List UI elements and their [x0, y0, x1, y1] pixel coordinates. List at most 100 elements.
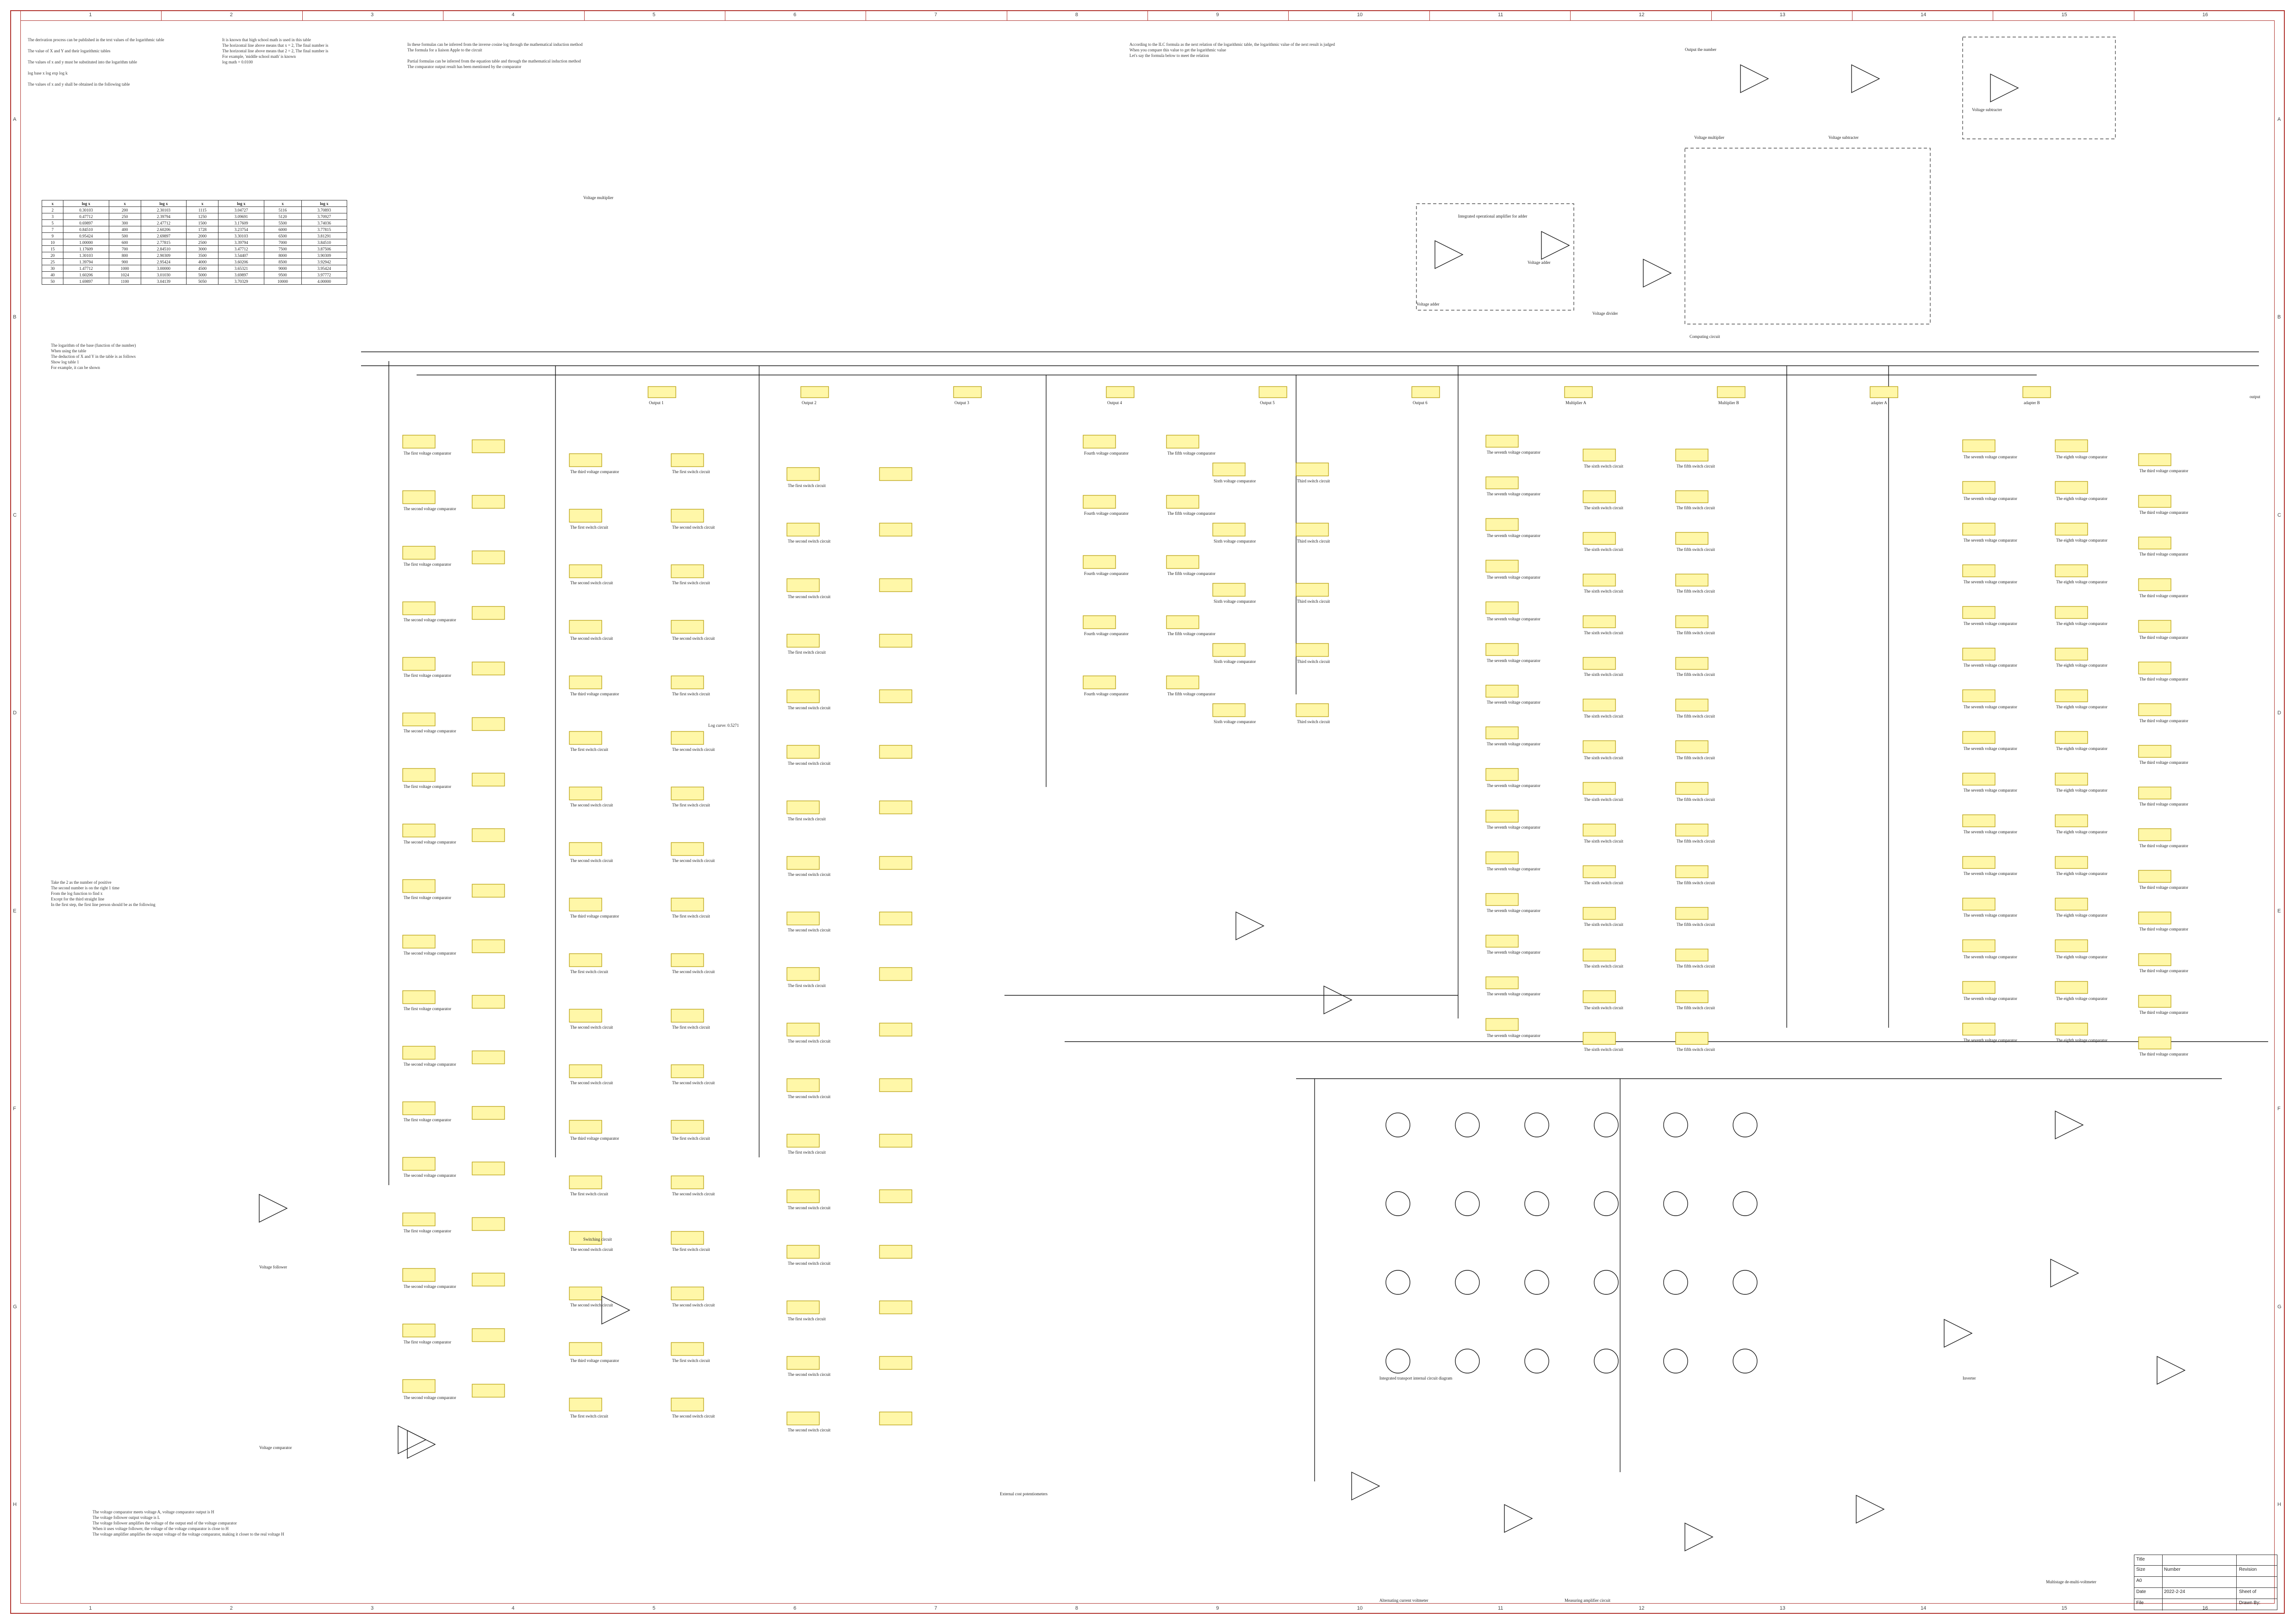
block-caption: The third voltage comparator	[2139, 760, 2188, 765]
comparator-block	[1962, 689, 1996, 702]
comparator-block	[402, 490, 436, 504]
log-table-cell: 5	[41, 219, 64, 226]
block-caption: Fourth voltage comparator	[1084, 451, 1129, 456]
switch-block	[671, 898, 704, 912]
log-table-cell: x	[41, 200, 64, 207]
block-caption: Sixth voltage comparator	[1214, 539, 1256, 543]
switch-block	[671, 842, 704, 856]
switch-block	[1583, 782, 1616, 795]
block-caption: The seventh voltage comparator	[1487, 450, 1540, 455]
section-caption: Computing circuit	[1690, 334, 1720, 339]
switch-block	[879, 467, 912, 481]
block-caption: The seventh voltage comparator	[1487, 825, 1540, 830]
comparator-block	[569, 1287, 602, 1300]
zone-marker-right: F	[2277, 1106, 2281, 1112]
switch-block	[1675, 865, 1709, 878]
block-caption: The seventh voltage comparator	[1964, 538, 2017, 543]
block-caption: The eighth voltage comparator	[2056, 621, 2108, 626]
block-caption: The second switch circuit	[672, 969, 715, 974]
section-caption: Integrated transport internal circuit di…	[1379, 1376, 1452, 1380]
vacuum-tube-symbol	[1385, 1191, 1410, 1216]
switch-block	[671, 620, 704, 634]
block-caption: The eighth voltage comparator	[2056, 663, 2108, 668]
block-caption: The second switch circuit	[570, 1303, 613, 1307]
block-caption: The third voltage comparator	[2139, 635, 2188, 640]
log-table-cell: 2.95424	[140, 258, 187, 265]
log-table-cell: 3.65321	[218, 265, 264, 272]
block-caption: The second switch circuit	[672, 858, 715, 863]
log-table-cell: 3.47712	[218, 245, 264, 252]
block-caption: The second switch circuit	[672, 1303, 715, 1307]
switch-block	[1583, 615, 1616, 628]
zone-tick	[161, 10, 162, 20]
log-table-cell: 400	[108, 226, 141, 233]
switch-block	[1296, 583, 1329, 597]
block-caption: The sixth switch circuit	[1584, 547, 1623, 552]
op-amp-symbol	[1944, 1318, 1973, 1348]
block-caption: The seventh voltage comparator	[1487, 575, 1540, 580]
comparator-block	[402, 1379, 436, 1393]
block-caption: The sixth switch circuit	[1584, 964, 1623, 968]
comparator-block	[1485, 935, 1519, 948]
block-caption: The sixth switch circuit	[1584, 797, 1623, 802]
block-caption: The eighth voltage comparator	[2056, 996, 2108, 1001]
block-caption: The sixth switch circuit	[1584, 881, 1623, 885]
zone-marker-top: 8	[1075, 12, 1078, 18]
comparator-block	[402, 768, 436, 782]
section-caption: Voltage adder	[1528, 260, 1551, 265]
block-caption: The seventh voltage comparator	[1964, 955, 2017, 959]
zone-marker-bottom: 2	[230, 1605, 233, 1611]
comparator-block	[1166, 615, 1199, 629]
op-amp-symbol	[398, 1425, 427, 1455]
block-caption: Third switch circuit	[1297, 479, 1330, 483]
log-table-cell: 20	[41, 252, 64, 259]
notes-left-mid: The logarithm of the base (function of t…	[51, 343, 136, 370]
log-table-cell: 3.95424	[301, 265, 348, 272]
switch-block	[1296, 523, 1329, 537]
log-table-cell: 500	[108, 232, 141, 239]
block-caption: The first switch circuit	[788, 483, 826, 488]
section-caption: Voltage subtracter	[1972, 107, 2002, 112]
op-amp-symbol	[1541, 231, 1570, 260]
zone-tick	[1429, 10, 1430, 20]
switch-block	[879, 912, 912, 925]
log-table-cell: log x	[140, 200, 187, 207]
log-table-cell: 3.92942	[301, 258, 348, 265]
block-caption: The sixth switch circuit	[1584, 589, 1623, 593]
log-table-cell: 0.30103	[63, 206, 109, 213]
block-caption: The first switch circuit	[672, 692, 710, 696]
block-caption: The third voltage comparator	[570, 1136, 619, 1141]
switch-block	[786, 1245, 820, 1259]
zone-marker-left: E	[13, 908, 17, 914]
switch-block	[879, 1245, 912, 1259]
vacuum-tube-symbol	[1524, 1191, 1549, 1216]
date-value: 2022-2-24	[2164, 1589, 2185, 1594]
log-table-cell: 3.81291	[301, 232, 348, 239]
block-caption: The second switch circuit	[788, 872, 831, 877]
wiring	[361, 351, 2268, 1481]
switch-block	[671, 1064, 704, 1078]
comparator-block	[2138, 495, 2171, 508]
block-caption: The seventh voltage comparator	[1964, 746, 2017, 751]
comparator-block	[1962, 481, 1996, 494]
op-amp-symbol	[2055, 1110, 2084, 1140]
comparator-block	[569, 1175, 602, 1189]
switch-block	[1296, 643, 1329, 657]
zone-marker-right: B	[2277, 314, 2281, 320]
notes-center-top: In these formulas can be inferred from t…	[407, 42, 583, 69]
block-caption: The fifth switch circuit	[1677, 464, 1715, 468]
block-caption: The eighth voltage comparator	[2056, 496, 2108, 501]
switch-block	[1583, 865, 1616, 878]
zone-marker-bottom: 6	[793, 1605, 797, 1611]
block-caption: The seventh voltage comparator	[1964, 455, 2017, 459]
comparator-block	[1962, 648, 1996, 661]
switch-block	[879, 967, 912, 981]
vacuum-tube-symbol	[1594, 1112, 1619, 1137]
comparator-block	[569, 509, 602, 523]
op-amp-symbol	[259, 1193, 288, 1223]
block-caption: The second switch circuit	[672, 1192, 715, 1196]
block-caption: Output 4	[1107, 400, 1122, 405]
